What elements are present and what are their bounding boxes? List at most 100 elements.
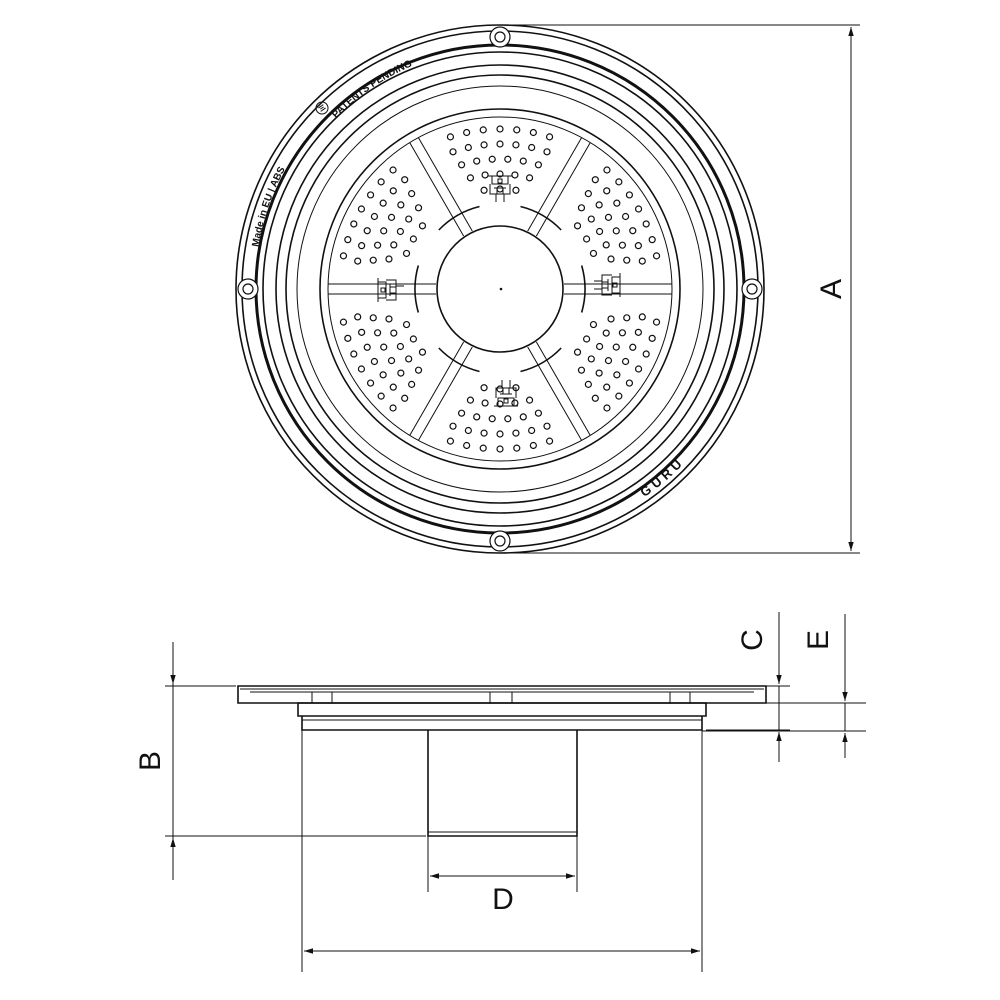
perforation-hole — [583, 235, 591, 243]
perforation-hole — [481, 399, 489, 407]
perforation-hole — [504, 415, 512, 423]
rim-badge-icon — [315, 101, 329, 115]
perforation-hole — [504, 155, 512, 163]
perforation-hole — [377, 392, 385, 400]
side-collar — [297, 702, 707, 717]
perforation-hole — [545, 437, 554, 445]
perforation-hole — [370, 212, 379, 221]
perforation-hole — [573, 348, 582, 356]
brand-logo-icon — [494, 380, 518, 407]
perforation-hole — [409, 235, 417, 243]
grate-ribs — [328, 137, 672, 441]
perforation-hole — [589, 249, 598, 258]
perforation-hole — [543, 148, 551, 156]
grate-ring — [319, 108, 681, 470]
perforation-hole — [603, 187, 611, 195]
perforation-hole — [389, 383, 397, 391]
inner-arc — [414, 265, 420, 313]
perforation-hole — [380, 343, 388, 351]
perforation-hole — [389, 404, 397, 412]
grate-rib-line — [409, 341, 465, 436]
perforation-hole — [496, 140, 504, 148]
perforation-hole — [339, 252, 348, 260]
perforation-hole — [642, 350, 650, 358]
perforation-hole — [379, 371, 387, 379]
screw-hole-top — [489, 26, 511, 48]
side-outlet-pipe — [427, 730, 578, 837]
perforation-hole — [418, 222, 427, 230]
perforation-hole — [350, 350, 358, 358]
perforation-hole — [479, 126, 487, 134]
grate-rib-line — [417, 346, 473, 441]
perforation-hole — [401, 394, 409, 402]
perforation-hole — [358, 242, 366, 250]
perforation-hole — [397, 201, 405, 209]
perforation-hole — [366, 191, 375, 199]
perforation-hole — [634, 242, 642, 250]
side-view: B C E D — [134, 612, 866, 972]
perforation-hole — [408, 190, 416, 198]
perforation-hole — [449, 148, 457, 156]
inner-arc — [438, 205, 480, 231]
perforation-hole — [414, 366, 423, 374]
brand-logo-icon — [488, 175, 512, 202]
perforation-hole — [387, 357, 396, 365]
perforation-hole — [607, 255, 615, 263]
grate-rib-line — [535, 142, 591, 237]
perforation-hole — [587, 355, 595, 363]
perforation-hole — [473, 413, 481, 421]
perforation-hole — [625, 191, 634, 199]
dimension-overall-width — [301, 730, 703, 972]
perforation-hole — [357, 205, 366, 213]
screw-hole-bottom — [489, 530, 511, 552]
inner-arc — [520, 347, 562, 373]
perforation-hole — [409, 335, 417, 343]
dimension-d-label: D — [492, 883, 514, 916]
perforation-hole — [511, 171, 519, 179]
perforation-hole — [481, 171, 489, 179]
perforation-hole — [396, 227, 405, 236]
perforation-hole — [613, 199, 621, 207]
perforation-hole — [479, 444, 487, 452]
grate-rib-line — [527, 137, 583, 232]
perforation-hole — [488, 155, 496, 163]
perforation-hole — [464, 426, 472, 435]
perforation-hole — [512, 186, 520, 194]
brand-logo-icon — [377, 278, 404, 302]
perforation-hole — [603, 166, 611, 174]
perforation-hole — [634, 365, 643, 373]
perforation-hole — [369, 314, 377, 322]
perforation-hole — [344, 236, 352, 244]
perforation-hole — [584, 380, 592, 388]
perforation-hole — [612, 227, 620, 235]
perforation-hole — [629, 343, 637, 351]
perforation-hole — [370, 357, 379, 366]
perforation-hole — [629, 227, 637, 235]
perforation-hole — [463, 128, 471, 137]
perforation-hole — [354, 257, 362, 265]
perforation-hole — [463, 441, 471, 450]
perforation-hole — [373, 329, 382, 337]
perforation-hole — [480, 141, 488, 149]
perforation-hole — [401, 176, 409, 184]
perforation-hole — [604, 357, 613, 365]
perforation-hole — [464, 143, 472, 152]
perforation-hole — [408, 380, 416, 388]
perforation-hole — [512, 141, 520, 149]
perforation-hole — [513, 126, 521, 134]
perforation-hole — [344, 334, 352, 342]
perforation-hole — [595, 342, 604, 351]
perforation-hole — [363, 227, 371, 235]
perforation-hole — [446, 133, 455, 141]
perforation-hole — [390, 241, 398, 249]
perforation-hole — [457, 161, 466, 169]
dimension-a: A — [500, 24, 860, 554]
perforation-hole — [449, 422, 457, 430]
perforation-hole — [625, 379, 634, 387]
perforation-hole — [473, 157, 481, 165]
perforation-hole — [577, 204, 586, 212]
perforation-hole — [583, 335, 591, 343]
perforation-hole — [528, 143, 536, 152]
perforation-hole — [529, 441, 537, 450]
